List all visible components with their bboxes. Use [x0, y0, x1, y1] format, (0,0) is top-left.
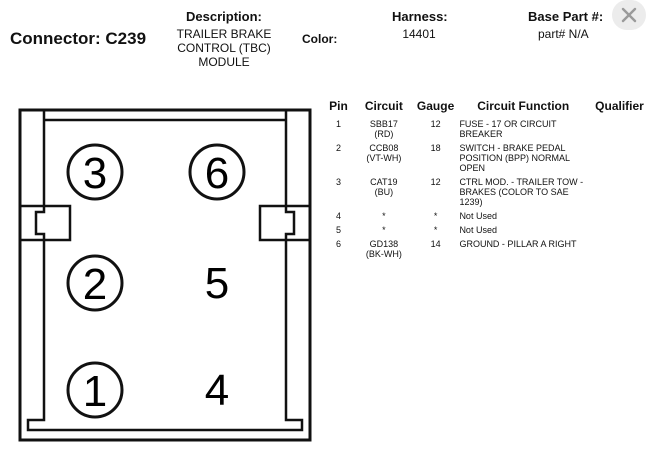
circuit-id: CCB08 — [369, 143, 399, 153]
table-row: 5 * * Not Used — [323, 224, 650, 238]
pin-cell: 5 — [335, 225, 341, 235]
function-cell: SWITCH - BRAKE PEDAL POSITION (BPP) NORM… — [459, 143, 570, 173]
color-label: Color: — [302, 32, 338, 46]
pin-number: 2 — [83, 260, 107, 309]
circuit-id: SBB17 — [369, 119, 398, 129]
table-row: 3 CAT19(BU) 12 CTRL MOD. - TRAILER TOW -… — [323, 176, 650, 210]
harness-value: 14401 — [402, 27, 436, 41]
qualifier-cell — [589, 176, 650, 210]
pin-circle — [66, 361, 124, 419]
circuit-color: (RD) — [374, 129, 394, 139]
circuit-color: (BU) — [374, 187, 394, 197]
column-header-pin: Pin — [329, 99, 348, 113]
pin-number: 5 — [205, 259, 229, 308]
function-cell: FUSE - 17 OR CIRCUIT BREAKER — [459, 119, 557, 139]
circuit-color: (VT-WH) — [366, 153, 402, 163]
connector-face-diagram: 3 6 2 1 5 4 — [18, 108, 312, 442]
base-part-label: Base Part #: — [528, 9, 604, 24]
circuit-cell: SBB17(RD) — [354, 118, 414, 142]
connector-title: Connector: C239 — [10, 29, 147, 48]
connector-inner-outline — [26, 110, 304, 432]
connector-outline — [18, 108, 312, 442]
circuit-cell: * — [382, 211, 386, 221]
gauge-cell: * — [433, 225, 438, 235]
table-header-row: Pin Circuit Gauge Circuit Function Quali… — [323, 99, 650, 118]
circuit-id: GD138 — [369, 239, 399, 249]
circuit-cell: CCB08(VT-WH) — [354, 142, 414, 176]
pin-number: 4 — [205, 366, 229, 415]
function-cell: Not Used — [459, 211, 497, 221]
pin-number: 1 — [83, 367, 107, 416]
close-icon — [621, 7, 637, 23]
column-header-gauge: Gauge — [416, 99, 455, 113]
close-button[interactable] — [612, 0, 646, 30]
pin-cell: 6 — [335, 239, 341, 249]
circuit-cell: CAT19(BU) — [354, 176, 414, 210]
pin-cell: 2 — [335, 143, 341, 153]
function-cell: GROUND - PILLAR A RIGHT — [459, 239, 577, 249]
qualifier-cell — [589, 118, 650, 142]
table-row: 6 GD138(BK-WH) 14 GROUND - PILLAR A RIGH… — [323, 238, 650, 262]
column-header-circuit: Circuit — [364, 99, 403, 113]
gauge-cell: * — [433, 211, 438, 221]
description-line: TRAILER BRAKE — [176, 27, 272, 41]
pin-circle — [188, 143, 246, 201]
pin-cell: 3 — [335, 177, 341, 187]
pin-cell: 4 — [335, 211, 341, 221]
circuit-color: (BK-WH) — [365, 249, 402, 259]
description-line: MODULE — [198, 55, 250, 69]
description-value: TRAILER BRAKE CONTROL (TBC) MODULE — [160, 27, 288, 69]
qualifier-cell — [589, 238, 650, 262]
description-label: Description: — [186, 9, 262, 24]
gauge-cell: 12 — [430, 119, 441, 129]
pin-number: 3 — [83, 149, 107, 198]
pin-circle — [66, 143, 124, 201]
circuit-cell: GD138(BK-WH) — [354, 238, 414, 262]
pin-circle — [66, 254, 124, 312]
function-cell: Not Used — [459, 225, 497, 235]
connector-left-notch — [20, 204, 72, 242]
description-line: CONTROL (TBC) — [177, 41, 271, 55]
circuit-id: CAT19 — [370, 177, 398, 187]
column-header-circuit-function: Circuit Function — [477, 99, 570, 113]
pin-cell: 1 — [335, 119, 341, 129]
connector-right-notch — [258, 204, 310, 242]
table-row: 1 SBB17(RD) 12 FUSE - 17 OR CIRCUIT BREA… — [323, 118, 650, 142]
harness-label: Harness: — [392, 9, 448, 24]
gauge-cell: 12 — [430, 177, 441, 187]
qualifier-cell — [589, 210, 650, 224]
pin-table: Pin Circuit Gauge Circuit Function Quali… — [323, 99, 650, 262]
table-row: 2 CCB08(VT-WH) 18 SWITCH - BRAKE PEDAL P… — [323, 142, 650, 176]
gauge-cell: 14 — [430, 239, 441, 249]
table-row: 4 * * Not Used — [323, 210, 650, 224]
circuit-cell: * — [382, 225, 386, 235]
base-part-value: part# N/A — [538, 27, 589, 41]
qualifier-cell — [589, 224, 650, 238]
qualifier-cell — [589, 142, 650, 176]
pin-number: 6 — [205, 149, 229, 198]
function-cell: CTRL MOD. - TRAILER TOW - BRAKES (COLOR … — [459, 177, 584, 207]
column-header-qualifier: Qualifier — [595, 99, 644, 113]
gauge-cell: 18 — [430, 143, 441, 153]
